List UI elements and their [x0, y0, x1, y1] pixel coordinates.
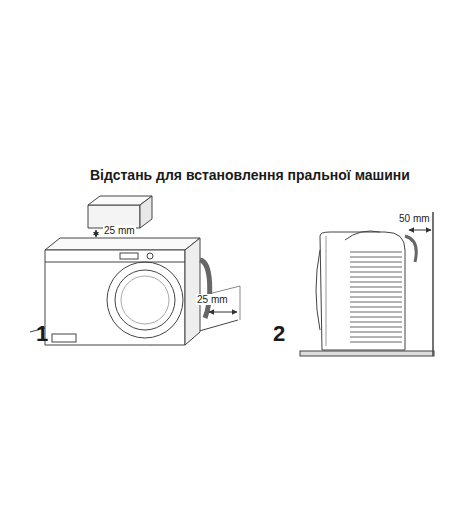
rib	[350, 267, 402, 268]
door-inner	[121, 276, 169, 324]
box-side	[140, 196, 152, 228]
rib	[350, 327, 402, 328]
rib	[350, 322, 402, 323]
washer-front	[45, 250, 185, 345]
dimension-label: 50 mm	[398, 213, 431, 224]
door-bulge	[316, 250, 320, 330]
rib	[350, 297, 402, 298]
wall-line	[240, 286, 241, 320]
rib	[350, 332, 402, 333]
figure-number: 2	[273, 322, 285, 346]
rib	[350, 342, 402, 343]
door-ring	[107, 262, 183, 338]
rib	[350, 317, 402, 318]
rib	[350, 312, 402, 313]
rib	[350, 252, 402, 253]
floor	[300, 351, 434, 356]
filter-cover	[52, 334, 76, 342]
top-curve	[345, 231, 380, 240]
washer-side	[185, 238, 200, 345]
diagram-title: Відстань для встановлення пральної машин…	[90, 168, 410, 183]
rib	[350, 282, 402, 283]
hose	[405, 236, 416, 262]
door-glass	[115, 270, 175, 330]
rib	[350, 262, 402, 263]
dimension-arrow	[96, 230, 97, 237]
washer-top	[45, 238, 200, 250]
dimension-arrow	[209, 312, 237, 313]
figure-one	[30, 196, 240, 345]
dimension-label: 25 mm	[103, 225, 136, 236]
rib	[350, 302, 402, 303]
rib	[350, 257, 402, 258]
rib	[350, 337, 402, 338]
rib	[350, 292, 402, 293]
front-edge	[326, 236, 327, 346]
rib	[350, 287, 402, 288]
washer-side-body	[320, 232, 405, 350]
dimension-label: 25 mm	[196, 294, 229, 305]
rib	[350, 272, 402, 273]
rib	[350, 307, 402, 308]
display	[120, 253, 138, 259]
wall	[432, 212, 434, 356]
dimension-arrow	[409, 230, 431, 231]
figure-two	[300, 212, 434, 356]
control-panel	[45, 262, 185, 263]
back-ribs	[350, 252, 402, 342]
drain-hose	[200, 260, 210, 318]
rib	[350, 277, 402, 278]
figure-number: 1	[36, 322, 48, 346]
knob	[147, 253, 153, 259]
